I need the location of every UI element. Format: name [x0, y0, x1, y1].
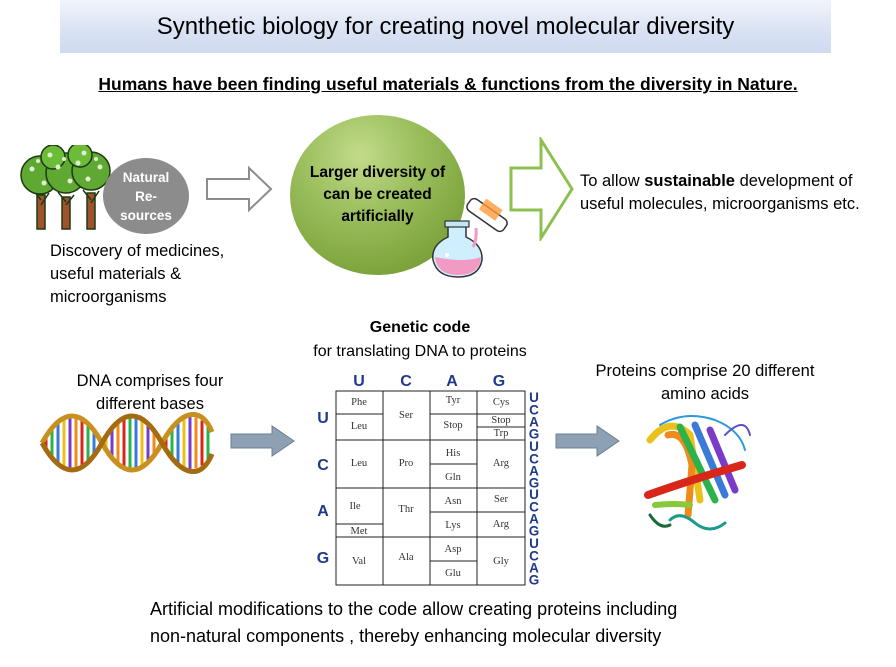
protein-structure-icon: [644, 415, 751, 531]
col-header-U: U: [353, 373, 365, 390]
subtitle: Humans have been finding useful material…: [98, 74, 798, 94]
codon-cell: Pro: [399, 458, 414, 469]
third-base-label: U: [529, 390, 539, 405]
codon-cell: Cys: [493, 397, 509, 408]
proteins-line-1: Proteins comprise 20 different: [595, 362, 815, 380]
sustainable-line-2: useful molecules, microorganisms etc.: [580, 195, 860, 213]
gray-arrow-left-icon: [230, 425, 295, 457]
dna-line-2: different bases: [96, 395, 204, 413]
codon-cell: Ser: [399, 410, 414, 421]
third-base-label: U: [529, 439, 539, 454]
codon-cell: Asn: [445, 496, 463, 507]
larger-diversity-line-1: Larger diversity of: [309, 164, 446, 181]
codon-cell: Ser: [494, 494, 509, 505]
larger-diversity-line-3: artificially: [341, 208, 414, 225]
third-base-label: A: [529, 511, 539, 526]
discovery-text: Discovery of medicines, useful materials…: [50, 240, 290, 309]
footer-text: Artificial modifications to the code all…: [150, 596, 830, 650]
codon-cell: Lys: [445, 520, 460, 531]
outline-arrow-icon: [206, 165, 273, 213]
third-base-label: G: [529, 524, 540, 539]
codon-cell: Stop: [491, 415, 510, 426]
dna-text: DNA comprises four different bases: [40, 370, 260, 416]
sustainable-post: development of: [735, 172, 853, 190]
third-base-label: C: [529, 402, 539, 417]
codon-cell: Gly: [493, 556, 510, 567]
col-header-G: G: [493, 373, 505, 390]
codon-cell: His: [446, 448, 461, 459]
sustainable-line-1: To allow sustainable development of: [580, 170, 896, 193]
proteins-text: Proteins comprise 20 different amino aci…: [570, 360, 840, 406]
codon-cell: Trp: [494, 428, 509, 439]
row-header-C: C: [317, 457, 329, 474]
codon-cell: Stop: [443, 420, 462, 431]
sustainable-bold: sustainable: [644, 172, 735, 190]
trees-icon: [20, 145, 111, 230]
footer-line-2: non-natural components , thereby enhanci…: [150, 626, 662, 646]
col-header-A: A: [446, 373, 458, 390]
codon-cell: Met: [351, 526, 368, 537]
codon-cell: Leu: [351, 421, 368, 432]
flask-icon: [432, 197, 508, 278]
codon-cell: Arg: [493, 458, 510, 469]
natural-resources-line-3: sources: [120, 207, 172, 223]
title-banner: Synthetic biology for creating novel mol…: [60, 0, 831, 53]
codon-cell: Tyr: [446, 395, 461, 406]
third-base-label: G: [529, 573, 540, 588]
third-base-label: C: [529, 499, 539, 514]
proteins-line-2: amino acids: [660, 385, 750, 403]
codon-cell: Arg: [493, 519, 510, 530]
codon-cell: Glu: [445, 568, 462, 579]
third-base-label: U: [529, 536, 539, 551]
discovery-line-3: microorganisms: [50, 288, 167, 306]
third-base-label: G: [529, 427, 540, 442]
third-base-label: C: [529, 548, 539, 563]
row-header-G: G: [317, 550, 329, 567]
third-base-label: A: [529, 414, 539, 429]
larger-diversity-line-2: can be created: [323, 186, 432, 203]
natural-resources-line-1: Natural: [122, 169, 170, 185]
row-header-U: U: [317, 410, 329, 427]
genetic-code-subtitle: for translating DNA to proteins: [313, 343, 527, 360]
third-base-label: G: [529, 476, 540, 491]
codon-cell: Ile: [349, 501, 360, 512]
codon-cell: Phe: [351, 397, 367, 408]
sustainable-pre: To allow: [580, 172, 645, 190]
natural-resources-ellipse: Natural Re- sources: [103, 158, 189, 234]
green-arrow-icon: [509, 137, 574, 241]
third-base-label: U: [529, 487, 539, 502]
dna-line-1: DNA comprises four: [76, 372, 224, 390]
third-base-label: A: [529, 560, 539, 575]
codon-cell: Leu: [351, 458, 368, 469]
natural-resources-line-2: Re-: [135, 188, 157, 204]
genetic-code-title: Genetic code: [369, 319, 471, 336]
row-header-A: A: [317, 503, 329, 520]
page-title: Synthetic biology for creating novel mol…: [156, 12, 735, 40]
codon-cell: Ala: [398, 552, 414, 563]
dna-helix-icon: [40, 412, 215, 474]
col-header-C: C: [400, 373, 412, 390]
third-base-label: C: [529, 451, 539, 466]
codon-cell: Val: [352, 556, 366, 567]
footer-line-1: Artificial modifications to the code all…: [150, 599, 678, 619]
sustainable-text: To allow sustainable development of usef…: [580, 170, 896, 216]
codon-cell: Asp: [445, 544, 462, 555]
codon-cell: Gln: [445, 472, 462, 483]
gray-arrow-right-icon: [555, 425, 620, 457]
discovery-line-2: useful materials &: [50, 265, 182, 283]
genetic-code-table: U C A G U C A G Phe Leu Ser Tyr Stop Cys…: [317, 373, 540, 588]
discovery-line-1: Discovery of medicines,: [50, 242, 225, 260]
codon-cell: Thr: [398, 504, 414, 515]
third-base-label: A: [529, 463, 539, 478]
